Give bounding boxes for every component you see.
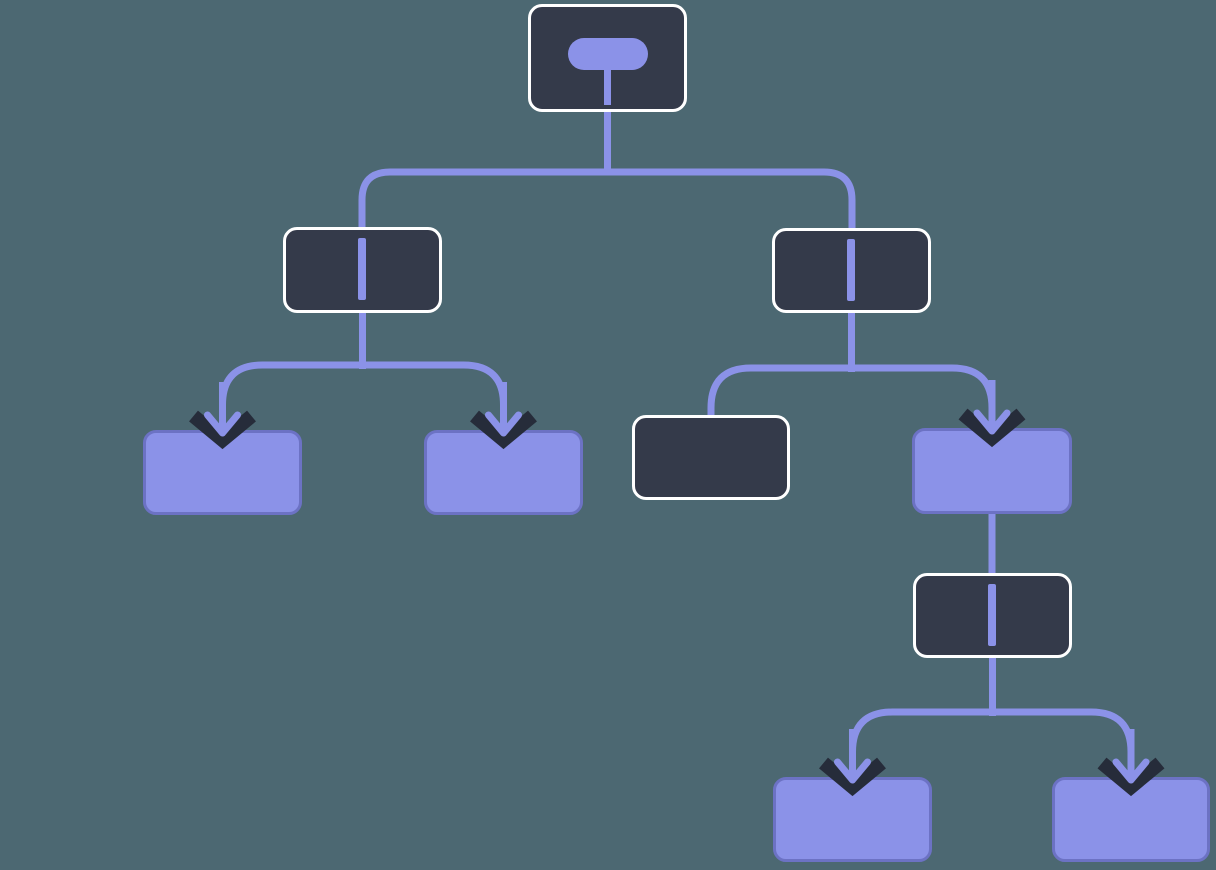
- node-root[interactable]: [528, 4, 687, 112]
- node-leaf-bottom-2[interactable]: [1052, 777, 1210, 862]
- vertical-line-icon: [358, 238, 366, 300]
- edge-branch-left-children: [219, 361, 507, 428]
- node-leaf-bottom-1[interactable]: [773, 777, 932, 862]
- node-right-dark[interactable]: [632, 415, 790, 500]
- node-branch-bottom[interactable]: [913, 573, 1072, 658]
- node-right-purple[interactable]: [912, 428, 1072, 514]
- edge-root-branches: [358, 168, 856, 231]
- node-branch-left[interactable]: [283, 227, 442, 313]
- pill-icon: [568, 38, 648, 70]
- node-branch-right[interactable]: [772, 228, 931, 313]
- node-leaf-left-2[interactable]: [424, 430, 583, 515]
- vertical-line-icon: [847, 239, 855, 301]
- vertical-line-icon: [988, 584, 996, 646]
- node-leaf-left-1[interactable]: [143, 430, 302, 515]
- pill-stem-icon: [604, 69, 611, 105]
- edge-branch-bottom-children: [849, 708, 1135, 775]
